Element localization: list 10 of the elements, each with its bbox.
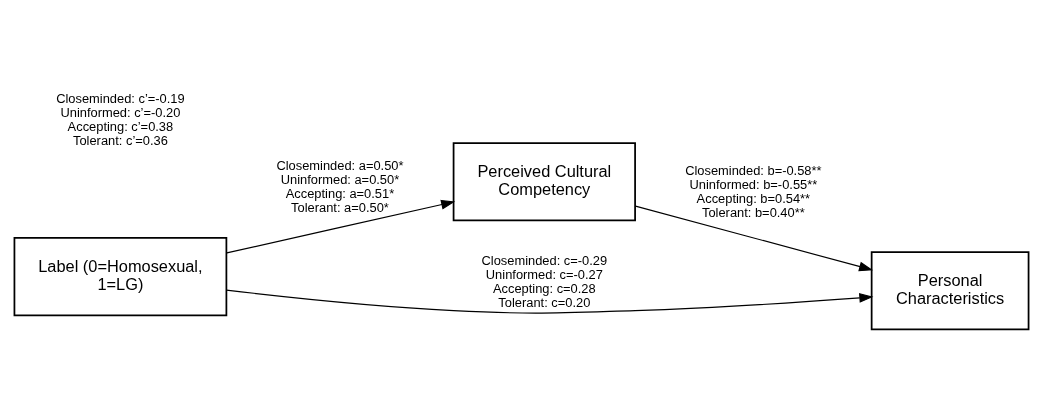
node-box: Label (0=Homosexual, 1=LG) — [13, 237, 228, 317]
arrow — [226, 199, 456, 254]
edge-label: Closeminded: a=0.50* Uninformed: a=0.50* Accepting: a=0.51* Tolerant: a=0.50* — [276, 157, 404, 215]
edge-label: Closeminded: c=-0.29 Uninformed: c=-0.27 Accepting: c=0.28 Tolerant: c=0.20 — [481, 252, 608, 310]
node-box: Perceived Cultural Competency — [452, 142, 636, 222]
arrow — [225, 289, 874, 314]
edge-label: Closeminded: b=-0.58** Uninformed: b=-0.55** Accepting: b=0.54** Tolerant: b=0.40** — [685, 162, 822, 220]
arrow — [634, 205, 874, 272]
label: Closeminded: c’=-0.19 Uninformed: c’=-0.20 Accepting: c’=0.38 Tolerant: c’=0.36 — [56, 91, 185, 149]
node-box: Personal Characteristics — [870, 251, 1030, 331]
